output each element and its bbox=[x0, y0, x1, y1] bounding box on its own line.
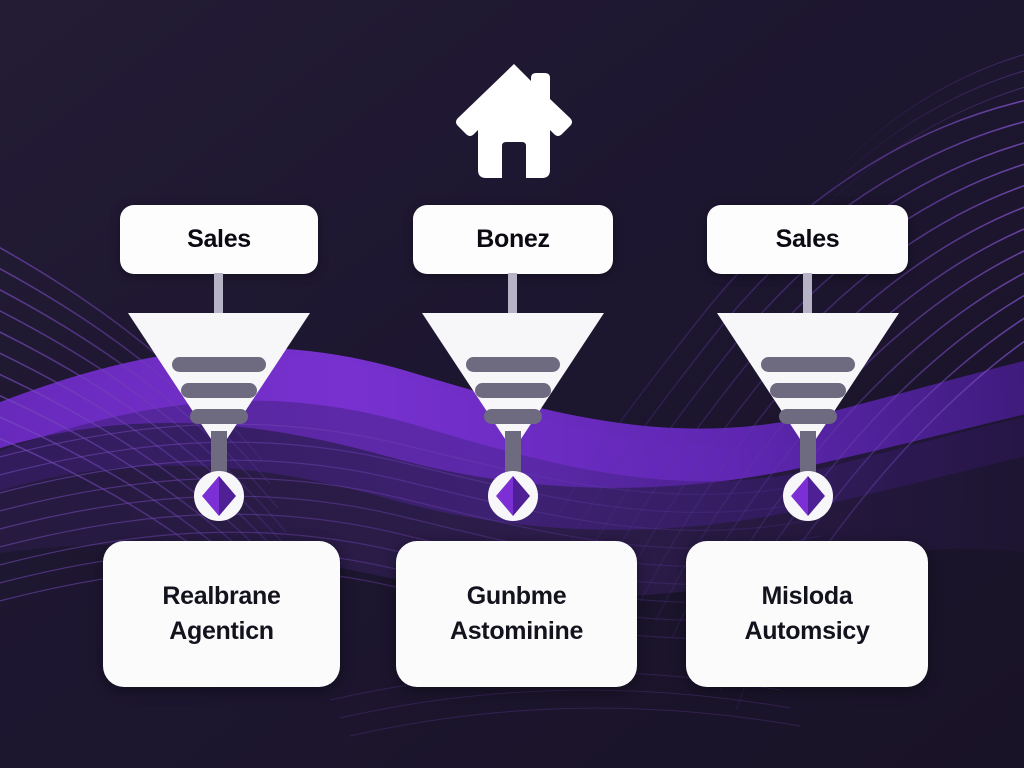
bottom-card-line-1: Realbrane bbox=[162, 581, 281, 610]
bottom-card-column-2[interactable]: Gunbme Astominine bbox=[396, 541, 637, 687]
funnel-icon-column-3[interactable] bbox=[715, 311, 901, 521]
top-card-column-3[interactable]: Sales bbox=[707, 205, 908, 274]
home-icon bbox=[452, 60, 576, 182]
funnel-icon-column-2[interactable] bbox=[420, 311, 606, 521]
bottom-card-column-1[interactable]: Realbrane Agenticn bbox=[103, 541, 340, 687]
top-card-column-2[interactable]: Bonez bbox=[413, 205, 613, 274]
bottom-card-line-2: Automsicy bbox=[744, 617, 870, 645]
bottom-card-line-1: Misloda bbox=[761, 581, 853, 610]
connector-stem-column-3 bbox=[803, 273, 812, 313]
diamond-icon-right-facet bbox=[808, 476, 825, 516]
top-card-label: Sales bbox=[775, 225, 840, 253]
funnel-icon-column-1[interactable] bbox=[126, 311, 312, 521]
top-card-label: Bonez bbox=[476, 225, 550, 253]
diamond-icon-left-facet bbox=[202, 476, 219, 516]
connector-stem-column-1 bbox=[214, 273, 223, 313]
top-card-column-1[interactable]: Sales bbox=[120, 205, 318, 274]
diamond-icon-left-facet bbox=[791, 476, 808, 516]
bottom-card-line-2: Agenticn bbox=[169, 617, 274, 645]
top-card-label: Sales bbox=[187, 225, 251, 253]
bottom-card-line-2: Astominine bbox=[449, 617, 584, 645]
bottom-card-line-1: Gunbme bbox=[466, 581, 567, 610]
diamond-icon-right-facet bbox=[513, 476, 530, 516]
diamond-icon-left-facet bbox=[496, 476, 513, 516]
diamond-icon-right-facet bbox=[219, 476, 236, 516]
connector-stem-column-2 bbox=[508, 273, 517, 313]
bottom-card-column-3[interactable]: Misloda Automsicy bbox=[686, 541, 928, 687]
